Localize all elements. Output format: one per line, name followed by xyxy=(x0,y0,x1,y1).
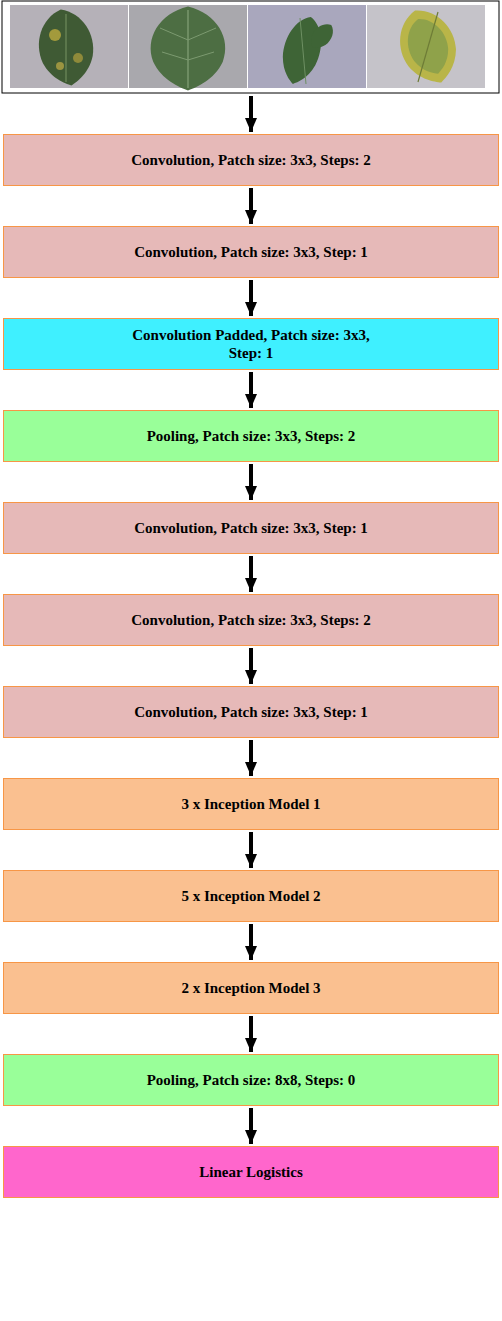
padded-convolution-box: Convolution Padded, Patch size: 3x3, Ste… xyxy=(3,318,499,370)
box-label: Pooling, Patch size: 3x3, Steps: 2 xyxy=(147,427,356,445)
flow-arrow xyxy=(249,372,253,408)
box-label: Convolution Padded, Patch size: 3x3, Ste… xyxy=(116,326,386,362)
flow-arrow xyxy=(249,832,253,868)
box-label: Convolution, Patch size: 3x3, Step: 1 xyxy=(134,519,368,537)
box-label: 5 x Inception Model 2 xyxy=(181,887,320,905)
inception-box: 2 x Inception Model 3 xyxy=(3,962,499,1014)
box-label: Convolution, Patch size: 3x3, Step: 1 xyxy=(134,703,368,721)
flow-arrow xyxy=(249,648,253,684)
flow-arrow xyxy=(249,280,253,316)
pooling-box: Pooling, Patch size: 3x3, Steps: 2 xyxy=(3,410,499,462)
inception-box: 3 x Inception Model 1 xyxy=(3,778,499,830)
output-box: Linear Logistics xyxy=(3,1146,499,1198)
image-frame xyxy=(2,1,499,93)
convolution-box: Convolution, Patch size: 3x3, Step: 1 xyxy=(3,502,499,554)
box-label: Convolution, Patch size: 3x3, Steps: 2 xyxy=(131,611,371,629)
box-label: 3 x Inception Model 1 xyxy=(181,795,320,813)
flow-arrow xyxy=(249,556,253,592)
leaf-tile xyxy=(129,5,247,91)
pooling-box: Pooling, Patch size: 8x8, Steps: 0 xyxy=(3,1054,499,1106)
leaf-tile xyxy=(10,5,128,89)
convolution-box: Convolution, Patch size: 3x3, Steps: 2 xyxy=(3,594,499,646)
convolution-box: Convolution, Patch size: 3x3, Step: 1 xyxy=(3,686,499,738)
convolution-box: Convolution, Patch size: 3x3, Steps: 2 xyxy=(3,134,499,186)
box-label: Convolution, Patch size: 3x3, Steps: 2 xyxy=(131,151,371,169)
inception-box: 5 x Inception Model 2 xyxy=(3,870,499,922)
leaf-tile xyxy=(367,1,485,92)
flow-arrow xyxy=(249,188,253,224)
input-arrow xyxy=(249,96,253,132)
flow-arrow xyxy=(249,464,253,500)
box-label: Pooling, Patch size: 8x8, Steps: 0 xyxy=(147,1071,356,1089)
convolution-box: Convolution, Patch size: 3x3, Step: 1 xyxy=(3,226,499,278)
flow-arrow xyxy=(249,740,253,776)
flow-arrow xyxy=(249,1016,253,1052)
box-label: 2 x Inception Model 3 xyxy=(181,979,320,997)
flow-arrow xyxy=(249,924,253,960)
flow-arrow xyxy=(249,1108,253,1144)
leaf-images xyxy=(0,0,502,100)
leaf-tile xyxy=(248,5,366,89)
box-label: Linear Logistics xyxy=(199,1163,302,1181)
box-label: Convolution, Patch size: 3x3, Step: 1 xyxy=(134,243,368,261)
